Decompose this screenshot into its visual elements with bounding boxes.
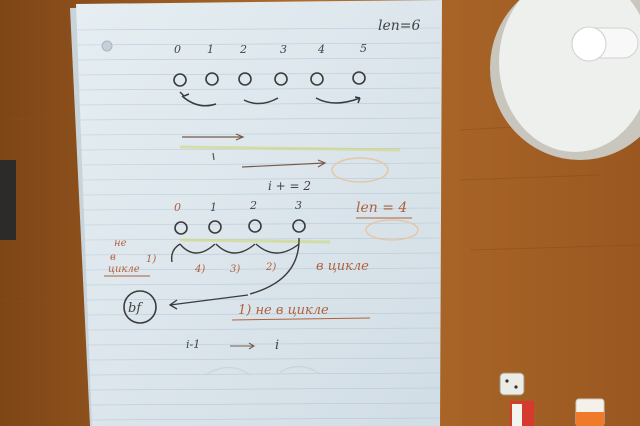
mid-nodes [174,219,306,235]
faint-oval-2 [365,219,419,241]
node [310,72,324,86]
node [208,220,222,234]
index-3: 3 [295,199,302,212]
node [352,71,366,85]
step-marks: 4) 3) 2) 1) [146,254,276,275]
index-1: 1 [210,201,217,214]
step-mark: 2) [265,262,276,273]
bottom-formula: i-1 [186,338,200,351]
step-label: i + = 2 [268,179,311,193]
lamp-knob [571,26,607,62]
top-note: len=6 [378,18,421,34]
green-highlight-2 [179,238,331,244]
bf-arrow [168,294,249,310]
node [248,219,262,233]
eraser-band [576,412,604,426]
index-1: 1 [207,43,214,56]
arrow-right [182,133,245,141]
not-cycle-underline [231,317,371,321]
ruled-lines [77,27,441,421]
index-4: 4 [317,43,325,56]
left-note-line-3: цикле [108,264,140,275]
index-2: 2 [239,43,247,56]
index-2: 2 [249,199,257,212]
node [173,73,187,87]
bottom-arrow [230,342,256,350]
bf-circle [123,290,157,324]
node [274,72,288,86]
index-3: 3 [280,43,287,56]
marker-body [512,404,522,426]
paper-sheet [76,0,442,426]
die-pip [514,385,518,389]
bottom-formula-right: i [275,338,279,353]
cycle-arcs [170,237,300,295]
left-note-line-2: в [110,252,116,263]
die [499,372,525,396]
small-objects [499,372,605,426]
top-indices: 0 1 2 3 4 5 [174,42,367,56]
not-cycle-label: 1) не в цикле [238,303,329,318]
top-nodes [173,71,366,87]
bf-label: bf [128,301,143,316]
node [292,219,306,233]
cycle-label: в цикле [316,259,369,274]
index-5: 5 [360,42,367,55]
index-0: 0 [174,43,181,56]
dark-object [0,160,16,240]
left-note: не в цикле [104,238,150,277]
erased-marks [204,365,321,376]
step-mark: 3) [230,264,240,275]
step-mark: 4) [194,264,205,275]
lamp [490,0,640,160]
mid-indices: 0 1 2 3 [174,199,302,214]
node [205,72,219,86]
small-tick [212,152,215,161]
step-mark: 1) [146,254,156,265]
len-note-2: len = 4 [356,200,407,216]
swap-arrows-top [179,91,361,107]
index-0: 0 [174,201,181,214]
node [174,221,188,235]
die-pip [505,379,509,383]
node [238,72,252,86]
left-note-line-1: не [114,238,127,249]
punch-hole [101,40,113,52]
arrow-right-2 [241,159,327,168]
faint-oval [331,157,389,183]
green-highlight [179,145,401,152]
